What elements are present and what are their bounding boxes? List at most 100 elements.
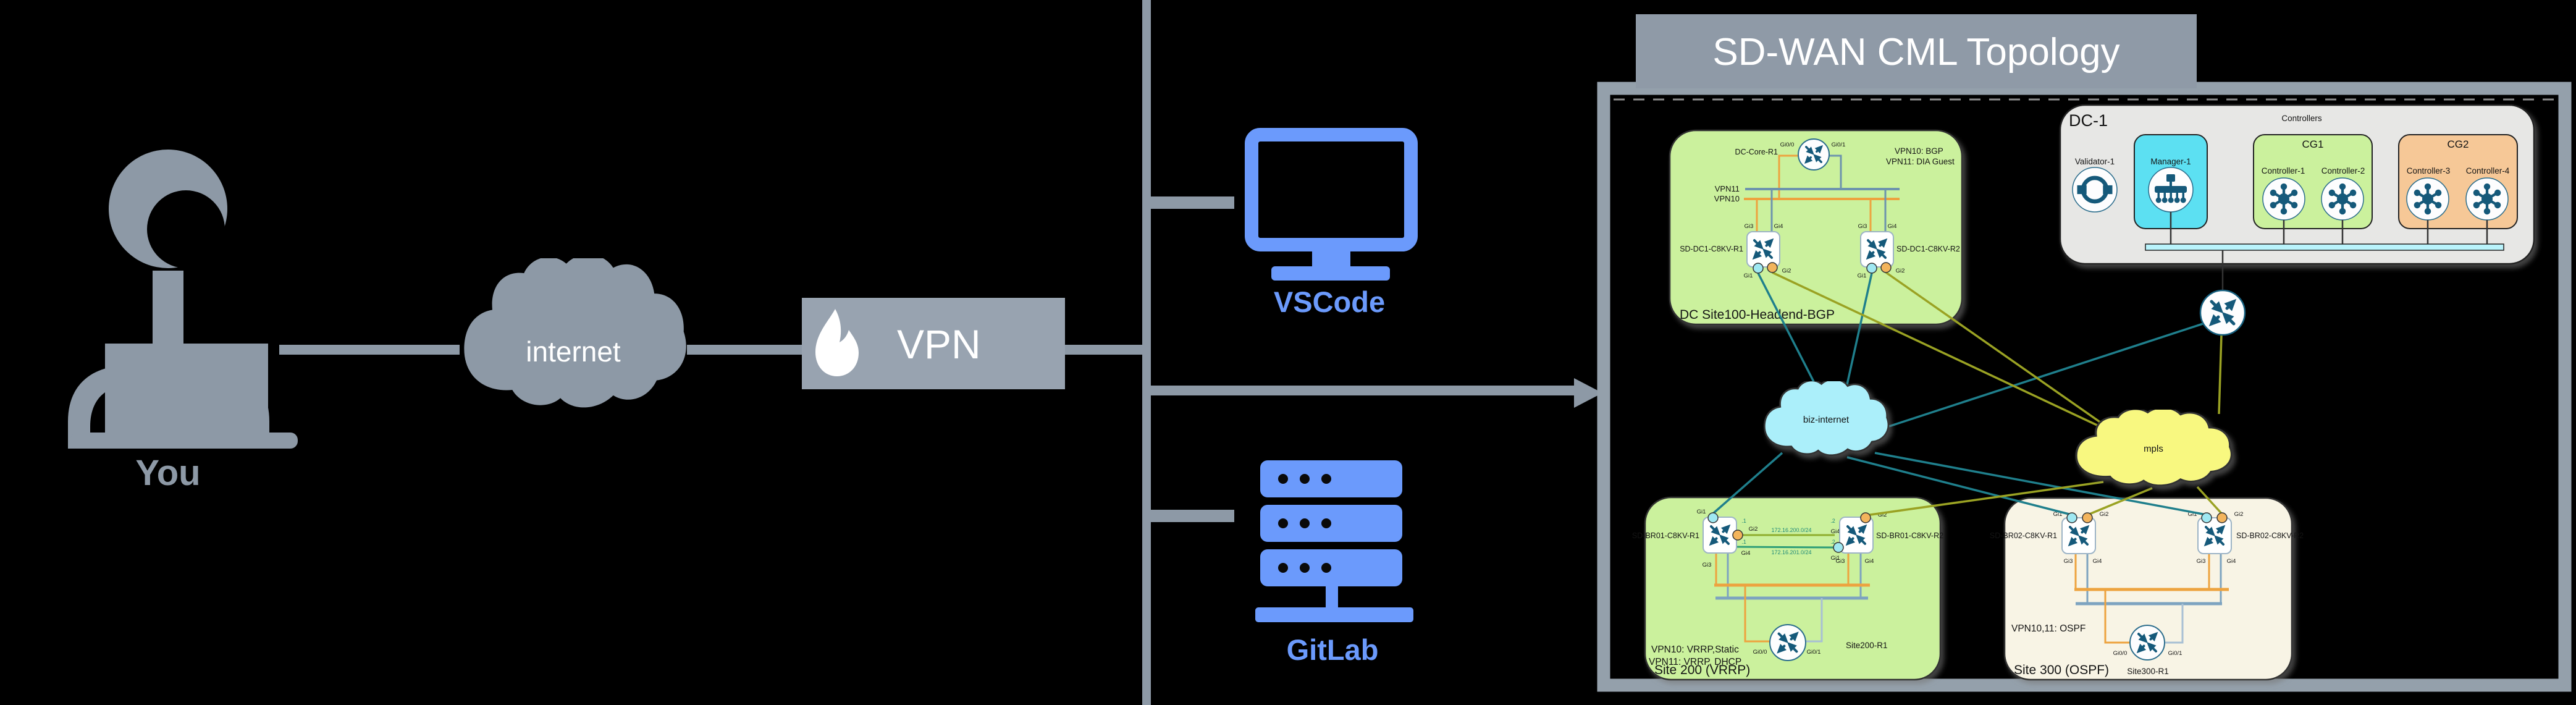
controller4-label: Controller-4 xyxy=(2466,166,2510,175)
link-internet-br02r1 xyxy=(1846,456,2072,516)
dc-r1-gi1-port xyxy=(1753,263,1764,274)
site300-r1-gi3-label: Gi3 xyxy=(2064,558,2073,565)
site200-r1-gi2-port xyxy=(1732,530,1743,541)
vpn10-bus-label: VPN10 xyxy=(1714,194,1740,203)
biz-internet-label: biz-internet xyxy=(1803,415,1850,425)
link-internet-br02r2 xyxy=(1874,452,2207,516)
site300-r2-gi2-label: Gi2 xyxy=(2234,511,2244,518)
site200-box: SD-BR01-C8KV-R1 SD-BR01-C8KV-R2 172.16.2… xyxy=(1632,496,1943,681)
site200-lan-gi00-link xyxy=(1744,585,1770,643)
dc-r1-gi1-label: Gi1 xyxy=(1744,272,1753,279)
topology-title-bar xyxy=(1636,14,2197,88)
site200-r1-gi2-label: Gi2 xyxy=(1749,526,1758,533)
site200-r1-label: SD-BR01-C8KV-R1 xyxy=(1632,531,1699,540)
site200-r2-icon xyxy=(1833,512,1874,554)
site300-lan-gi00-label: Gi0/0 xyxy=(2113,650,2128,657)
site200-r2-label: SD-BR01-C8KV-R2 xyxy=(1876,531,1943,540)
arrow-into-frame-icon xyxy=(1574,378,1602,408)
link-dcr1-mpls xyxy=(1772,271,2113,434)
dc-r1-gi3-label: Gi3 xyxy=(1745,223,1754,230)
dc-r1-gi2-port xyxy=(1767,262,1778,273)
site200-link2-ip2: .2 xyxy=(1830,539,1835,545)
site300-lan-gi01-link xyxy=(2165,604,2184,644)
site200-note-1: VPN10: VRRP,Static xyxy=(1651,644,1739,655)
dc-r2-label: SD-DC1-C8KV-R2 xyxy=(1896,245,1960,253)
dc-r2-gi4-label: Gi4 xyxy=(1888,223,1897,230)
site300-r1-gi1-label: Gi1 xyxy=(2053,511,2063,518)
site200-link1-ip2: .2 xyxy=(1830,518,1835,524)
site300-r1-label: SD-BR02-C8KV-R1 xyxy=(1990,531,2057,540)
branch-topology xyxy=(1151,386,1575,395)
site200-r2-gi1-port xyxy=(1833,542,1844,553)
dc-r1-icon xyxy=(1746,231,1780,274)
controller4-icon xyxy=(2465,177,2509,221)
site300-title: Site 300 (OSPF) xyxy=(2014,663,2109,677)
site200-link1-subnet: 172.16.200.0/24 xyxy=(1771,527,1811,533)
dc-r1-gi4-label: Gi4 xyxy=(1774,223,1783,230)
controllers-bus-bar xyxy=(2145,243,2504,251)
site300-r2-gi1-label: Gi1 xyxy=(2188,511,2197,518)
link-internet-vpn xyxy=(687,345,804,355)
site200-note-2: VPN11: VRRP, DHCP xyxy=(1649,657,1741,667)
wan-links xyxy=(1711,271,2224,517)
site300-r1-gi2-port xyxy=(2082,512,2093,523)
site200-r2-gi2-label: Gi2 xyxy=(1878,512,1887,518)
site300-r1-gi4-label: Gi4 xyxy=(2093,558,2102,565)
dc1-box: DC-1 Controllers Validator-1 Manager-1 C… xyxy=(2059,104,2535,291)
site300-lan-gi00-link xyxy=(2104,589,2130,644)
dc-r1-gi2-label: Gi2 xyxy=(1782,268,1791,274)
link-dcr2-mpls xyxy=(1885,271,2125,440)
site200-r2-gi4-label: Gi4 xyxy=(1831,528,1840,535)
site300-r2-gi3-label: Gi3 xyxy=(2197,558,2206,565)
vscode-monitor-icon xyxy=(1245,128,1418,281)
site200-r1-gi4-label: Gi4 xyxy=(1741,550,1751,557)
internet-cloud-icon xyxy=(464,258,686,408)
gateway-router-icon xyxy=(2199,289,2246,336)
dc-core-gi00-label: Gi0/0 xyxy=(1780,141,1795,148)
site200-r2-gi4b-label: Gi4 xyxy=(1865,558,1874,565)
site300-lan-router-icon xyxy=(2129,625,2165,661)
cg2-label: CG2 xyxy=(2448,138,2469,150)
link-dcr1-internet xyxy=(1757,272,1824,399)
site200-r2-gi1-label: Gi1 xyxy=(1831,555,1840,562)
site200-r2-gi2-port xyxy=(1860,512,1871,523)
manager-label: Manager-1 xyxy=(2150,157,2191,166)
dc-core-vpn10-link xyxy=(1778,154,1798,198)
controller1-label: Controller-1 xyxy=(2262,166,2305,175)
controller3-label: Controller-3 xyxy=(2407,166,2451,175)
dc-r2-gi2-label: Gi2 xyxy=(1896,268,1905,274)
site300-note-1: VPN10,11: OSPF xyxy=(2011,623,2086,634)
site200-r1-gi1-label: Gi1 xyxy=(1697,509,1706,515)
topology-section: SD-WAN CML Topology DC-Core-R1 Gi0/0 Gi0… xyxy=(1597,14,2572,692)
dc-r2-gi1-port xyxy=(1866,263,1877,274)
person-icon xyxy=(68,150,298,449)
vpn11-bus-label: VPN11 xyxy=(1715,184,1740,193)
vpn-node: VPN xyxy=(802,298,1065,389)
link-internet-gateway xyxy=(1888,323,2203,428)
site200-title: Site 200 (VRRP) xyxy=(1654,663,1750,677)
site300-r2-icon xyxy=(2197,512,2232,554)
vscode-label: VSCode xyxy=(1274,285,1385,318)
site200-lan-router-icon xyxy=(1769,624,1806,661)
dc-site100-title: DC Site100-Headend-BGP xyxy=(1680,308,1835,322)
dc-r2-icon xyxy=(1860,231,1894,274)
dc-r2-gi2-port xyxy=(1880,262,1892,273)
dc1-label: DC-1 xyxy=(2069,111,2108,130)
dc-r1-label: SD-DC1-C8KV-R1 xyxy=(1680,245,1743,253)
dc-site100-box: DC-Core-R1 Gi0/0 Gi0/1 VPN10: BGP VPN11:… xyxy=(1669,129,1963,326)
dc-core-r1-label: DC-Core-R1 xyxy=(1735,148,1778,156)
controllers-label: Controllers xyxy=(2281,114,2322,123)
dc-core-gi01-label: Gi0/1 xyxy=(1832,141,1846,148)
site300-r2-gi2-port xyxy=(2216,512,2228,523)
trunk-line xyxy=(1142,0,1151,705)
cg1-label: CG1 xyxy=(2302,138,2324,150)
dc-r2-gi1-label: Gi1 xyxy=(1858,272,1867,279)
dc-r2-gi3-label: Gi3 xyxy=(1858,223,1867,230)
branch-vscode xyxy=(1151,196,1234,209)
site200-lan-router-label: Site200-R1 xyxy=(1846,641,1888,650)
mpls-label: mpls xyxy=(2144,444,2163,454)
site300-r1-gi2-label: Gi2 xyxy=(2100,511,2109,518)
site200-link1-ip1: .1 xyxy=(1741,518,1746,524)
dc-site-note-1: VPN10: BGP xyxy=(1895,146,1943,156)
